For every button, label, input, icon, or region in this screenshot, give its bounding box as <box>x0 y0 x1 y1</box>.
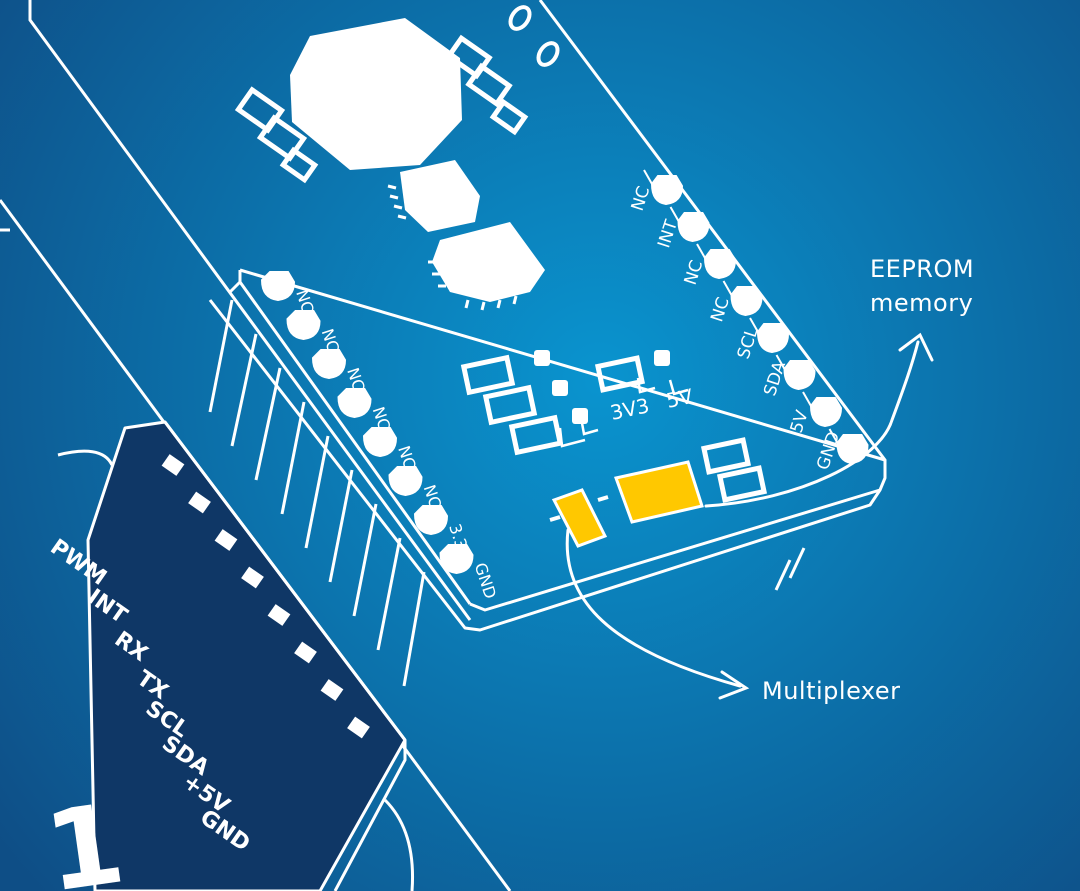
callout-eeprom-memory: EEPROM memory <box>870 252 974 320</box>
socket-pin-hole <box>267 604 291 626</box>
callout-eeprom-line2: memory <box>870 289 974 317</box>
right-header-pin <box>677 212 710 243</box>
click-board-outline <box>208 0 887 632</box>
right-header-pin <box>650 175 684 206</box>
corner-numeral: 1 <box>38 779 132 891</box>
left-header-pin <box>388 466 423 497</box>
left-header-pin <box>439 544 474 575</box>
pin-trace <box>802 391 812 407</box>
socket-pin-hole <box>161 454 185 476</box>
left-header-pin <box>286 310 321 341</box>
mounting-holes <box>508 5 560 67</box>
pin-trace <box>722 280 733 296</box>
left-header-pin <box>362 427 398 458</box>
pin-trace <box>775 354 786 370</box>
socket-pin-hole <box>188 491 211 514</box>
socket-pin-hole <box>214 529 238 551</box>
right-header-pin <box>809 397 843 428</box>
socket-pin-hole <box>347 716 370 739</box>
jumper-resistors <box>460 354 768 503</box>
callout-arrows <box>565 332 934 700</box>
callout-multiplexer: Multiplexer <box>762 677 901 705</box>
header-socket <box>86 420 407 891</box>
pin-trace <box>749 317 759 333</box>
right-header-pin <box>703 249 737 280</box>
smd-components-top <box>234 34 529 184</box>
pin-trace <box>669 206 680 222</box>
eeprom-arrowhead <box>898 332 934 362</box>
pin-trace <box>828 428 839 444</box>
ic-packages <box>387 160 545 311</box>
socket-pin-holes <box>161 454 370 739</box>
socket-pin-hole <box>320 679 344 701</box>
right-header-pin <box>756 323 790 354</box>
jumper-pads <box>534 350 670 424</box>
main-chip <box>290 18 462 170</box>
multiplexer-arrowhead <box>718 670 750 700</box>
pin-trace <box>643 169 653 185</box>
right-header-pin <box>783 360 816 391</box>
eeprom-chip <box>614 460 704 524</box>
header-legs <box>208 299 806 687</box>
multiplexer-chip <box>549 488 609 548</box>
pin-trace <box>696 243 706 259</box>
jumper-label-5v: 5V <box>664 384 695 413</box>
callout-eeprom-line1: EEPROM <box>870 255 975 283</box>
socket-pin-hole <box>294 641 317 664</box>
eeprom-arrow <box>704 340 920 508</box>
left-header-pin <box>337 388 372 419</box>
jumper-brackets <box>558 377 689 448</box>
left-header-pin <box>413 505 449 536</box>
right-header-pin <box>730 286 763 317</box>
left-header-pin <box>311 349 347 380</box>
left-header-pin <box>260 271 296 302</box>
multiplexer-arrow <box>565 528 742 688</box>
socket-cables <box>57 449 414 891</box>
socket-pin-hole <box>241 566 264 589</box>
